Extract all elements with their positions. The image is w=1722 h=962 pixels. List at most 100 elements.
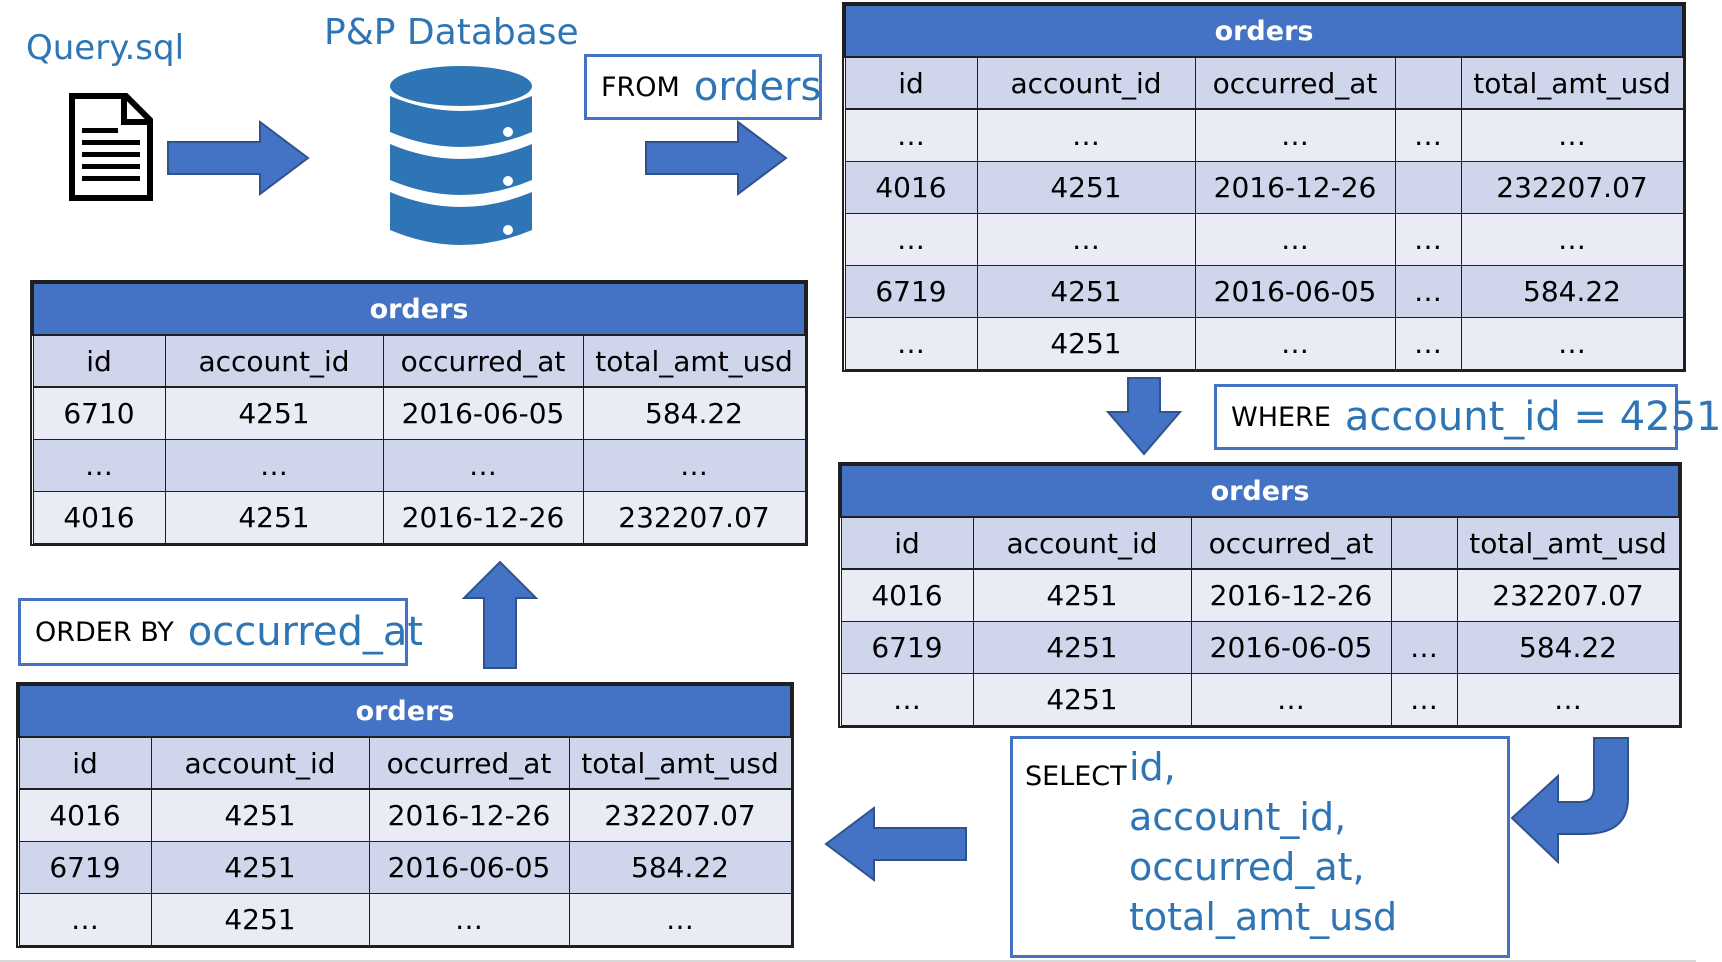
- column-header: account_id: [976, 56, 1196, 110]
- table-row: … 4251 … … …: [844, 316, 1684, 370]
- table-cell: 4251: [972, 568, 1192, 622]
- arrow-curved-down-left-icon: [1510, 737, 1629, 865]
- table-row: … … … … …: [844, 212, 1684, 266]
- table-cell: 584.22: [568, 840, 792, 894]
- column-header: id: [32, 334, 166, 388]
- table-cell: …: [382, 438, 584, 492]
- column-header: occurred_at: [382, 334, 584, 388]
- table-cell: …: [1460, 108, 1684, 162]
- table-cell: …: [844, 108, 978, 162]
- column-header: total_amt_usd: [582, 334, 806, 388]
- table-cell: …: [976, 212, 1196, 266]
- table-cell: …: [32, 438, 166, 492]
- column-header: total_amt_usd: [1456, 516, 1680, 570]
- table-cell: …: [582, 438, 806, 492]
- column-header: [1390, 516, 1458, 570]
- table-cell: 4251: [976, 316, 1196, 370]
- where-keyword: WHERE: [1231, 401, 1331, 433]
- table-cell: 4016: [840, 568, 974, 622]
- table-cell: …: [18, 892, 152, 946]
- table-cell: 232207.07: [1456, 568, 1680, 622]
- table-cell: 4251: [976, 160, 1196, 214]
- table-row: 6719 4251 2016-06-05 … 584.22: [844, 264, 1684, 318]
- table-row: … … … …: [32, 438, 806, 492]
- table-cell: 4251: [164, 386, 384, 440]
- table-cell: 2016-12-26: [1194, 160, 1396, 214]
- table-cell: …: [1190, 672, 1392, 726]
- database-icon: [390, 66, 532, 245]
- table-row: 4016 4251 2016-12-26 232207.07: [32, 490, 806, 544]
- table-row: … … … … …: [844, 108, 1684, 162]
- order-by-clause: ORDER BY occurred_at: [18, 598, 423, 666]
- order-by-keyword: ORDER BY: [35, 616, 174, 648]
- table-cell: 6719: [840, 620, 974, 674]
- table-cell: 232207.07: [568, 788, 792, 842]
- table-cell: …: [976, 108, 1196, 162]
- table-cell: …: [1460, 212, 1684, 266]
- table-cell: 2016-06-05: [1194, 264, 1396, 318]
- table-cell: 2016-12-26: [382, 490, 584, 544]
- table-cell: 4251: [972, 620, 1192, 674]
- from-keyword: FROM: [601, 71, 680, 103]
- table-cell: 4016: [32, 490, 166, 544]
- table-cell: 4251: [150, 840, 370, 894]
- table-caption: orders: [843, 4, 1685, 58]
- table-cell: [1390, 568, 1458, 622]
- column-header: account_id: [164, 334, 384, 388]
- table-cell: …: [368, 892, 570, 946]
- table-cell: …: [1394, 264, 1462, 318]
- table-caption: orders: [31, 282, 807, 336]
- table-cell: 4016: [18, 788, 152, 842]
- table-row: 4016 4251 2016-12-26 232207.07: [844, 160, 1684, 214]
- select-keyword: SELECT: [1025, 761, 1127, 792]
- select-result-table: orders id account_id occurred_at total_a…: [15, 682, 795, 948]
- table-cell: 2016-12-26: [368, 788, 570, 842]
- query-file-label: Query.sql: [26, 28, 185, 68]
- table-cell: …: [1394, 316, 1462, 370]
- table-cell: 2016-12-26: [1190, 568, 1392, 622]
- table-cell: …: [1194, 316, 1396, 370]
- arrow-left-icon: [824, 806, 967, 882]
- table-row: … 4251 … …: [18, 892, 792, 946]
- arrow-right-icon: [645, 120, 788, 196]
- where-clause: WHERE account_id = 4251: [1214, 384, 1722, 450]
- select-field: occurred_at,: [1129, 845, 1365, 889]
- document-icon: [69, 93, 153, 201]
- table-cell: 6719: [18, 840, 152, 894]
- where-result-table: orders id account_id occurred_at total_a…: [837, 462, 1683, 728]
- table-cell: 4251: [150, 788, 370, 842]
- select-clause: SELECT id, account_id, occurred_at, tota…: [1010, 736, 1510, 958]
- bottom-divider: [0, 960, 1696, 962]
- table-cell: …: [1460, 316, 1684, 370]
- column-header: id: [840, 516, 974, 570]
- where-argument: account_id = 4251: [1344, 394, 1722, 440]
- order-result-table: orders id account_id occurred_at total_a…: [29, 280, 809, 546]
- table-row: 4016 4251 2016-12-26 232207.07: [840, 568, 1680, 622]
- table-cell: 6719: [844, 264, 978, 318]
- table-row: … 4251 … … …: [840, 672, 1680, 726]
- table-cell: [1394, 160, 1462, 214]
- table-row: 6719 4251 2016-06-05 … 584.22: [840, 620, 1680, 674]
- table-row: 6719 4251 2016-06-05 584.22: [18, 840, 792, 894]
- arrow-right-icon: [167, 120, 310, 196]
- table-cell: …: [164, 438, 384, 492]
- column-header: occurred_at: [1194, 56, 1396, 110]
- table-caption: orders: [839, 464, 1681, 518]
- table-cell: 4251: [164, 490, 384, 544]
- table-caption: orders: [17, 684, 793, 738]
- column-header: [1394, 56, 1462, 110]
- database-label: P&P Database: [324, 12, 579, 53]
- arrow-down-icon: [1105, 377, 1183, 456]
- column-header: account_id: [972, 516, 1192, 570]
- from-result-table: orders id account_id occurred_at total_a…: [841, 2, 1687, 372]
- table-cell: …: [568, 892, 792, 946]
- from-clause: FROM orders: [584, 54, 822, 120]
- table-cell: 2016-06-05: [368, 840, 570, 894]
- column-header: occurred_at: [368, 736, 570, 790]
- table-cell: …: [1394, 108, 1462, 162]
- order-by-argument: occurred_at: [187, 609, 424, 655]
- table-cell: …: [1390, 620, 1458, 674]
- table-cell: …: [1394, 212, 1462, 266]
- table-cell: 4016: [844, 160, 978, 214]
- table-cell: 4251: [976, 264, 1196, 318]
